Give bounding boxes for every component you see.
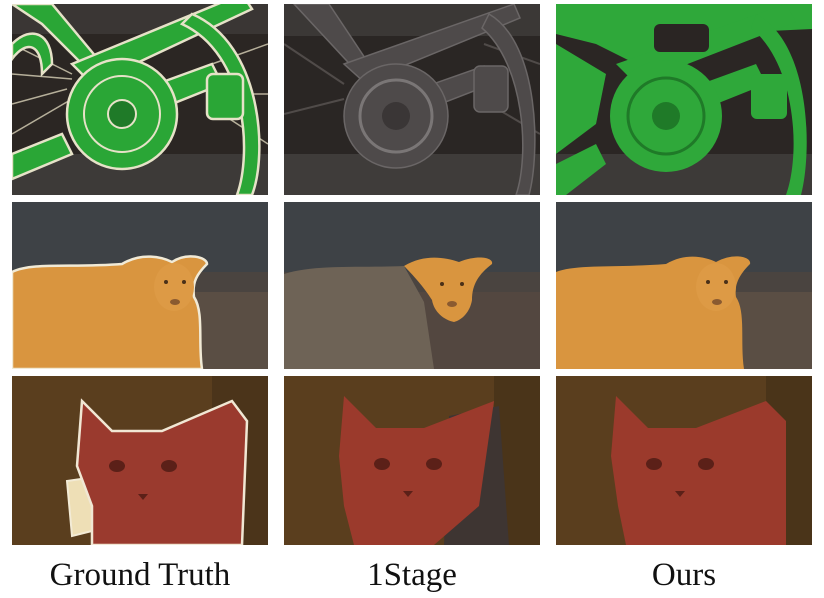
- panel-cat-1stage: [284, 376, 540, 545]
- column-label-1stage: 1Stage: [367, 557, 457, 593]
- panel-cat-ground-truth: [12, 376, 268, 545]
- panel-sheep-ours: [556, 202, 812, 369]
- cat-gt-image: [12, 376, 268, 545]
- panel-cat-ours: [556, 376, 812, 545]
- panel-bicycle-ground-truth: [12, 4, 268, 195]
- cat-ours-image: [556, 376, 812, 545]
- column-label-ground-truth: Ground Truth: [49, 557, 231, 593]
- panel-sheep-1stage: [284, 202, 540, 369]
- cat-1stage-image: [284, 376, 540, 545]
- sheep-1stage-image: [284, 202, 540, 369]
- sheep-ours-image: [556, 202, 812, 369]
- sheep-gt-image: [12, 202, 268, 369]
- panel-bicycle-1stage: [284, 4, 540, 195]
- bicycle-ours-image: [556, 4, 812, 195]
- bicycle-gt-image: [12, 4, 268, 195]
- panel-bicycle-ours: [556, 4, 812, 195]
- bicycle-1stage-image: [284, 4, 540, 195]
- column-label-ours: Ours: [651, 557, 717, 593]
- panel-sheep-ground-truth: [12, 202, 268, 369]
